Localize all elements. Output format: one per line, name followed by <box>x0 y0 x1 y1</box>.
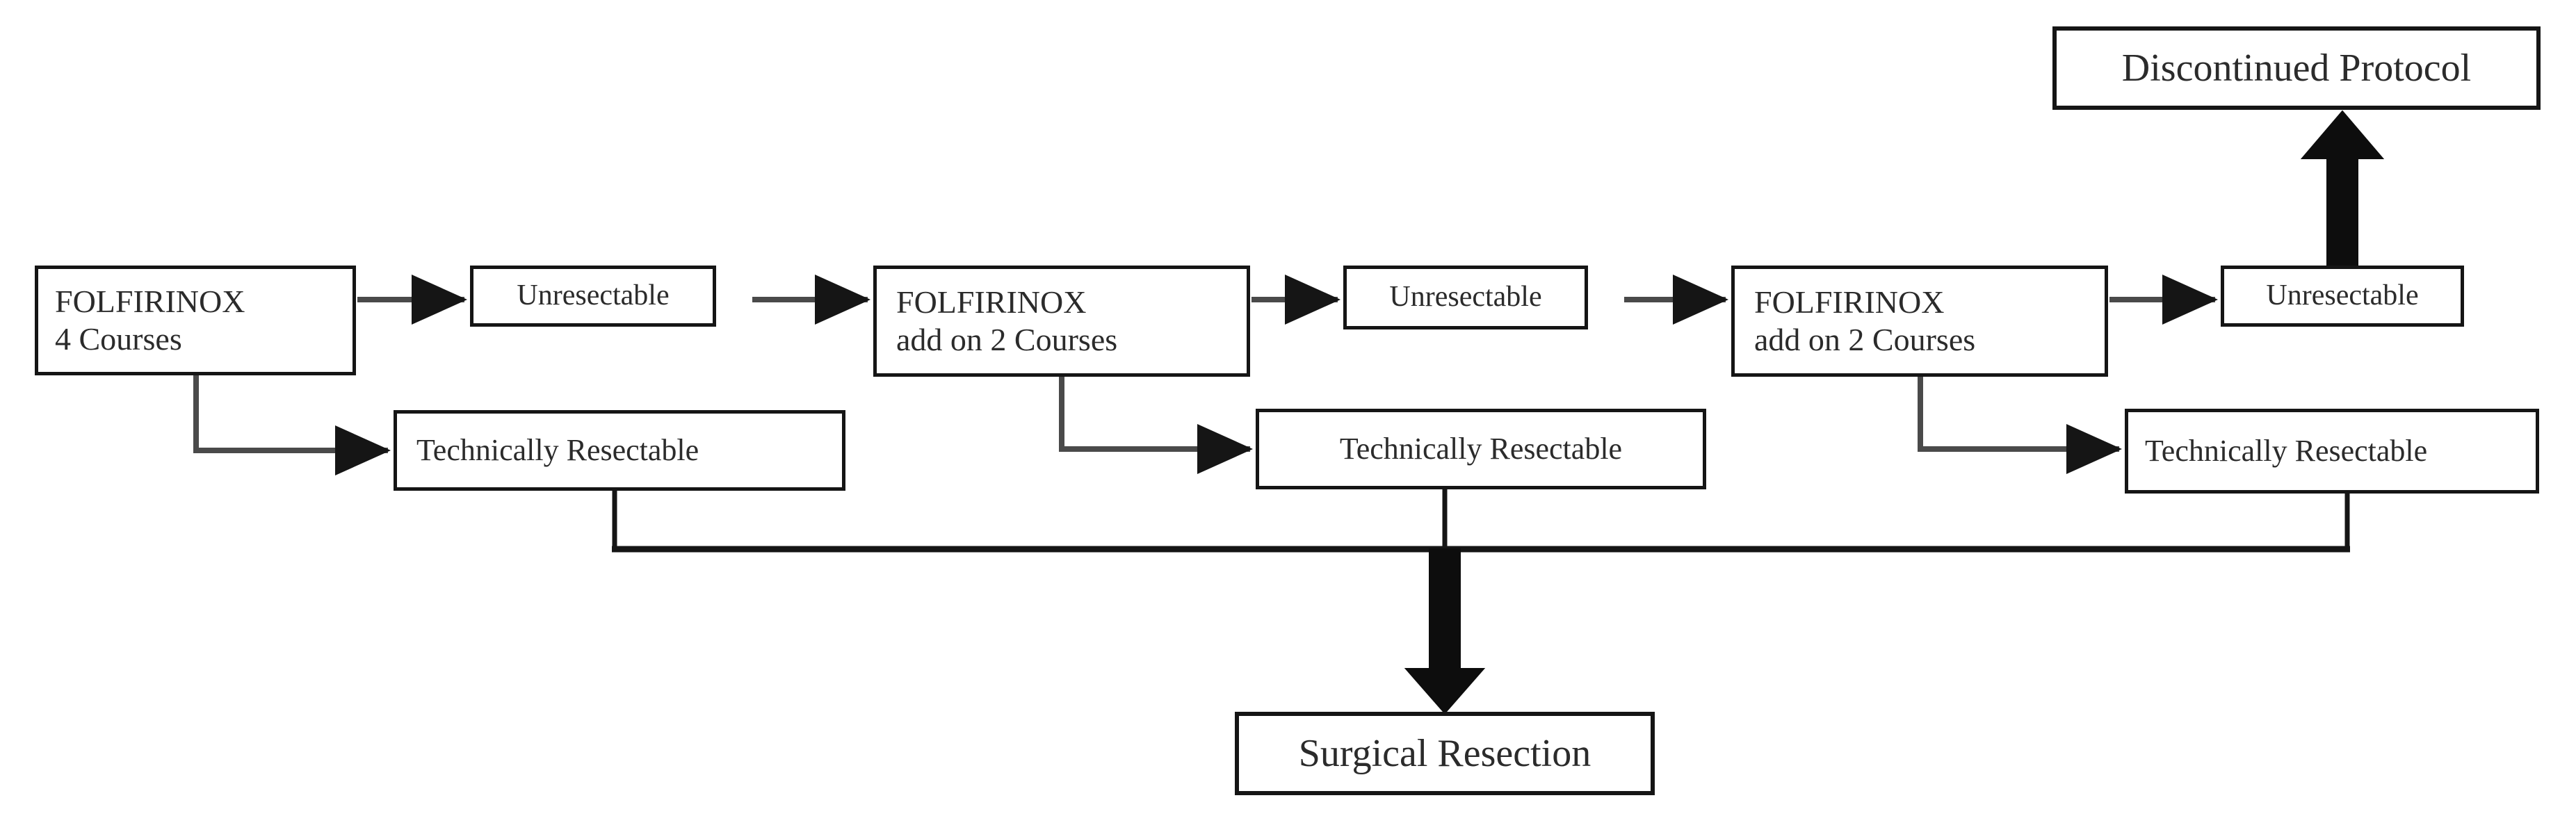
node-folfirinox-2-line2: add on 2 Courses <box>896 322 1118 357</box>
node-folfirinox-add-on-2-courses-first[interactable]: FOLFIRINOX add on 2 Courses <box>873 266 1250 377</box>
node-folfirinox-1-line2: 4 Courses <box>55 321 182 357</box>
node-technically-resectable-2[interactable]: Technically Resectable <box>1256 409 1706 489</box>
node-surgical-resection[interactable]: Surgical Resection <box>1235 712 1655 795</box>
node-discontinued-protocol[interactable]: Discontinued Protocol <box>2052 26 2541 110</box>
node-technically-resectable-3[interactable]: Technically Resectable <box>2125 409 2539 494</box>
edge-folfirinox3-to-resectable3 <box>1918 377 2122 474</box>
node-folfirinox-3-line2: add on 2 Courses <box>1754 322 1976 357</box>
node-folfirinox-1-line1: FOLFIRINOX <box>55 283 245 319</box>
node-technically-resectable-1[interactable]: Technically Resectable <box>394 410 845 491</box>
node-surgical-label: Surgical Resection <box>1298 731 1591 775</box>
node-unresectable-1-label: Unresectable <box>517 279 670 312</box>
node-folfirinox-2-line1: FOLFIRINOX <box>896 284 1087 320</box>
node-unresectable-3[interactable]: Unresectable <box>2221 266 2464 327</box>
node-folfirinox-3-line1: FOLFIRINOX <box>1754 284 1945 320</box>
node-unresectable-3-label: Unresectable <box>2266 279 2419 312</box>
thick-arrow-down-to-surgical <box>1404 548 1486 715</box>
node-resectable-2-label: Technically Resectable <box>1339 432 1623 466</box>
node-folfirinox-4-courses[interactable]: FOLFIRINOX 4 Courses <box>35 266 356 375</box>
node-unresectable-1[interactable]: Unresectable <box>470 266 716 327</box>
thick-arrow-up-to-discontinued <box>2300 110 2385 272</box>
node-resectable-3-label: Technically Resectable <box>2145 434 2428 468</box>
node-folfirinox-add-on-2-courses-second[interactable]: FOLFIRINOX add on 2 Courses <box>1731 266 2108 377</box>
edge-folfirinox1-to-resectable1 <box>193 375 391 475</box>
node-unresectable-2-label: Unresectable <box>1389 281 1542 313</box>
node-resectable-1-label: Technically Resectable <box>416 433 699 468</box>
node-discontinued-label: Discontinued Protocol <box>2121 46 2472 90</box>
edge-folfirinox2-to-resectable2 <box>1059 377 1253 474</box>
node-unresectable-2[interactable]: Unresectable <box>1343 266 1588 329</box>
